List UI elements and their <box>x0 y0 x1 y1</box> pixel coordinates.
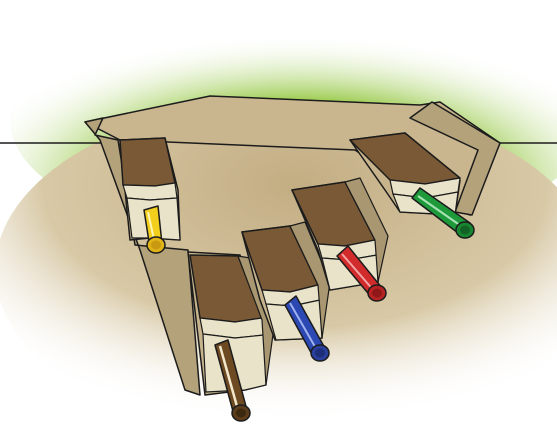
trench-illustration <box>0 0 557 425</box>
trench-diagram <box>0 0 557 425</box>
